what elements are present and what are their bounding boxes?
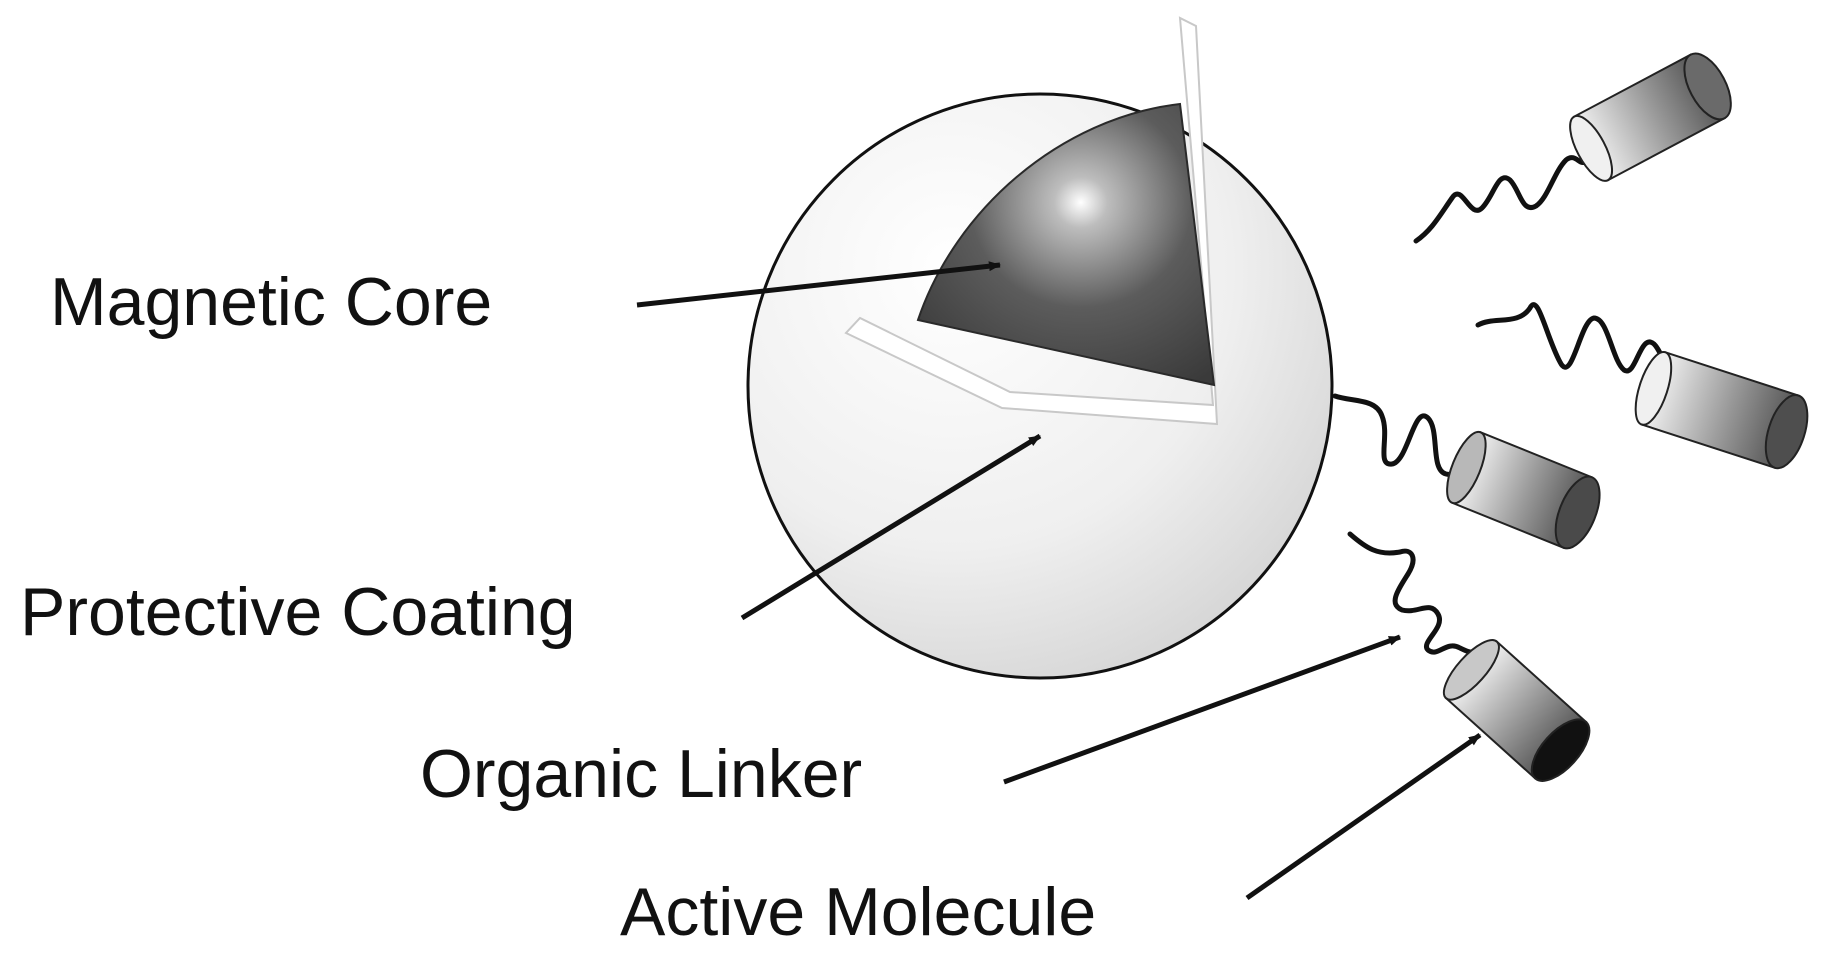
magnetic-core: [916, 102, 1216, 387]
protective-coating-label: Protective Coating: [20, 574, 576, 650]
active-molecule-label: Active Molecule: [620, 874, 1097, 950]
organic-linker-1: [1413, 149, 1593, 244]
protective-coating-shell: [746, 16, 1334, 680]
active-molecule-3: [1446, 430, 1601, 550]
active-molecule-1: [1569, 52, 1732, 182]
active-molecule-2: [1634, 350, 1809, 470]
arrow-protective-coating: [740, 433, 1042, 621]
active-molecule-4: [1442, 639, 1591, 782]
magnetic-core-label: Magnetic Core: [50, 264, 493, 340]
arrow-magnetic-core: [636, 261, 1001, 308]
arrow-organic-linker: [1003, 634, 1401, 785]
arrow-active-molecule: [1245, 732, 1482, 901]
organic-linker-3: [1332, 393, 1469, 477]
organic-linker-4: [1347, 531, 1483, 655]
organic-linker-label: Organic Linker: [420, 736, 863, 812]
